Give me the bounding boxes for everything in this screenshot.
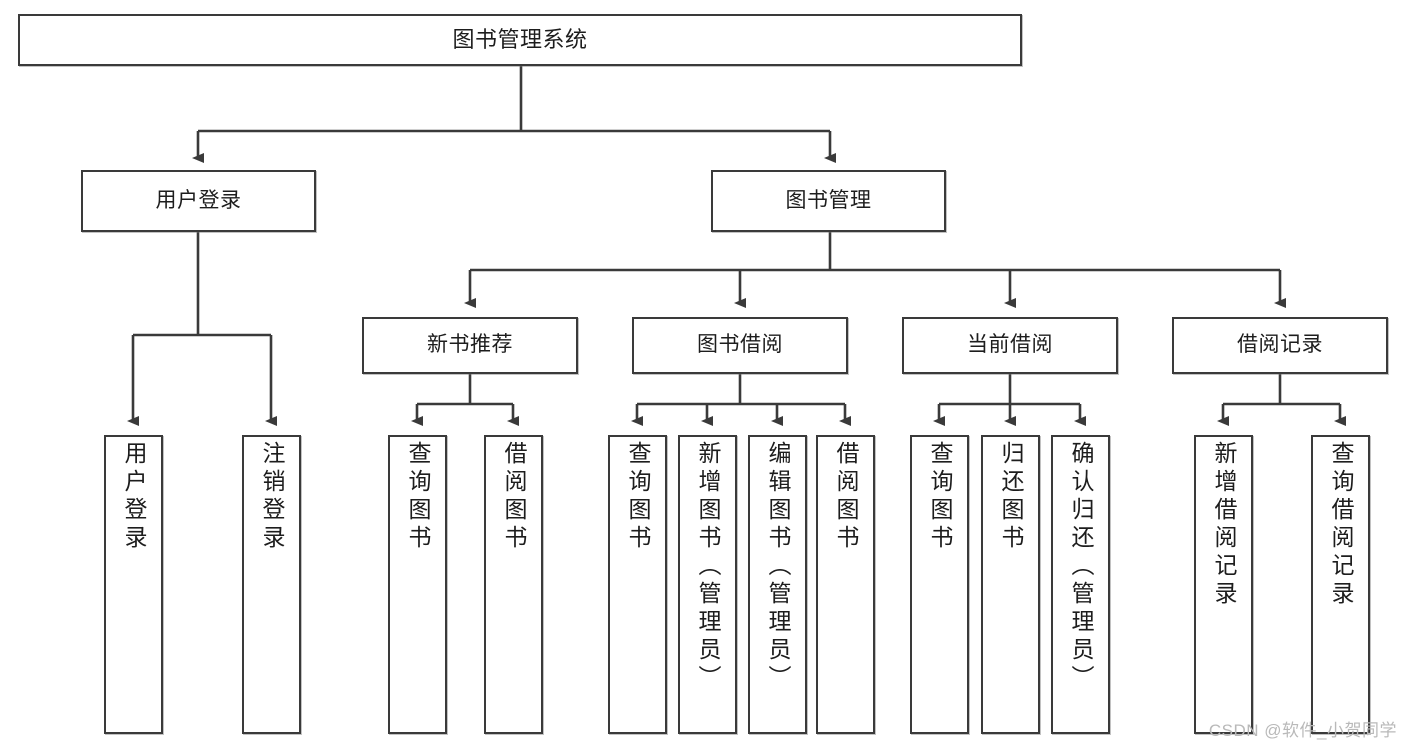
node-leaf-query-book-1-label: 查询图书 [405, 441, 431, 553]
node-leaf-query-book-2-label: 查询图书 [625, 441, 651, 553]
node-leaf-add-record-label: 新增借阅记录 [1211, 441, 1237, 609]
node-leaf-query-record[interactable]: 查询借阅记录 [1311, 435, 1370, 734]
node-root-label: 图书管理系统 [452, 27, 588, 53]
node-book-management-label: 图书管理 [785, 188, 872, 212]
node-leaf-user-login[interactable]: 用户登录 [104, 435, 163, 734]
node-leaf-add-book[interactable]: 新增图书（管理员） [678, 435, 737, 734]
node-leaf-add-record[interactable]: 新增借阅记录 [1194, 435, 1253, 734]
node-borrowing-record-label: 借阅记录 [1237, 333, 1323, 357]
node-leaf-return-book[interactable]: 归还图书 [981, 435, 1040, 734]
node-book-borrowing[interactable]: 图书借阅 [632, 317, 848, 374]
node-leaf-query-book-3-label: 查询图书 [927, 441, 953, 553]
node-leaf-confirm-return-label: 确认归还（管理员） [1068, 441, 1094, 693]
node-leaf-query-record-label: 查询借阅记录 [1328, 441, 1354, 609]
node-leaf-logout-label: 注销登录 [259, 441, 285, 553]
node-root[interactable]: 图书管理系统 [18, 14, 1022, 66]
node-borrowing-record[interactable]: 借阅记录 [1172, 317, 1388, 374]
node-leaf-borrow-book-1-label: 借阅图书 [501, 441, 527, 553]
node-current-borrowing[interactable]: 当前借阅 [902, 317, 1118, 374]
node-leaf-query-book-3[interactable]: 查询图书 [910, 435, 969, 734]
node-leaf-confirm-return[interactable]: 确认归还（管理员） [1051, 435, 1110, 734]
node-leaf-borrow-book-2[interactable]: 借阅图书 [816, 435, 875, 734]
node-leaf-logout[interactable]: 注销登录 [242, 435, 301, 734]
node-leaf-add-book-label: 新增图书（管理员） [695, 441, 721, 693]
node-leaf-query-book-1[interactable]: 查询图书 [388, 435, 447, 734]
watermark: CSDN @软件_小贺同学 [1208, 721, 1397, 740]
node-new-book-recommendation[interactable]: 新书推荐 [362, 317, 578, 374]
node-leaf-borrow-book-1[interactable]: 借阅图书 [484, 435, 543, 734]
node-book-management[interactable]: 图书管理 [711, 170, 946, 232]
node-leaf-edit-book-label: 编辑图书（管理员） [765, 441, 791, 693]
node-new-book-recommendation-label: 新书推荐 [427, 333, 513, 357]
node-leaf-query-book-2[interactable]: 查询图书 [608, 435, 667, 734]
node-leaf-return-book-label: 归还图书 [998, 441, 1024, 553]
node-user-login[interactable]: 用户登录 [81, 170, 316, 232]
node-leaf-user-login-label: 用户登录 [121, 441, 147, 553]
node-current-borrowing-label: 当前借阅 [967, 333, 1053, 357]
node-leaf-borrow-book-2-label: 借阅图书 [833, 441, 859, 553]
node-user-login-label: 用户登录 [155, 188, 242, 212]
node-leaf-edit-book[interactable]: 编辑图书（管理员） [748, 435, 807, 734]
node-book-borrowing-label: 图书借阅 [697, 333, 783, 357]
